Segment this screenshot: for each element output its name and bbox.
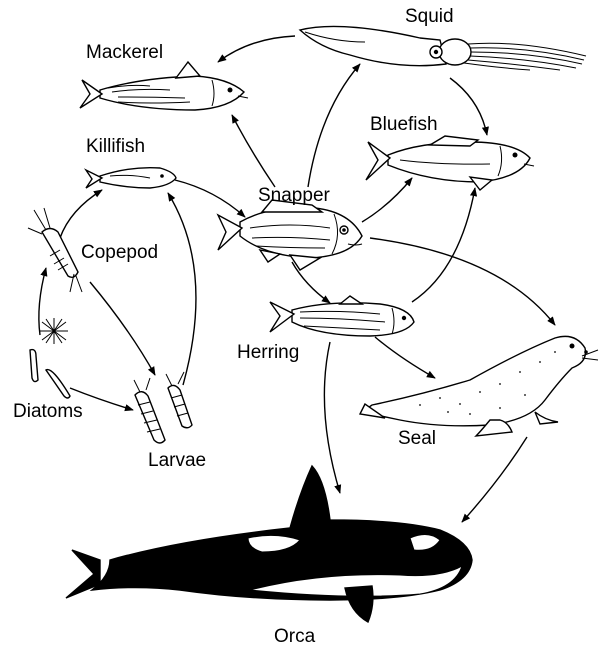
bluefish-illustration: [366, 136, 534, 190]
arrow-larvae-killifish: [168, 193, 196, 385]
arrow-snapper-bluefish: [362, 178, 412, 222]
arrow-copepod-killifish: [60, 190, 102, 238]
mackerel-illustration: [80, 62, 248, 110]
label-larvae: Larvae: [148, 450, 206, 471]
label-snapper: Snapper: [258, 185, 331, 206]
arrow-herring-orca: [324, 342, 340, 493]
arrow-snapper-squid: [308, 64, 360, 187]
label-copepod: Copepod: [81, 242, 158, 263]
orca-illustration: [66, 466, 472, 622]
label-bluefish: Bluefish: [370, 114, 438, 135]
herring-illustration: [270, 296, 414, 336]
seal-illustration: [360, 336, 598, 436]
snapper-illustration: [218, 200, 362, 270]
diatoms-illustration: [30, 318, 70, 398]
arrows: [39, 36, 555, 522]
label-squid: Squid: [405, 6, 454, 27]
arrow-diatoms-copepod: [39, 268, 46, 335]
label-diatoms: Diatoms: [13, 401, 83, 422]
arrow-herring-seal: [375, 337, 435, 378]
arrow-snapper-herring: [292, 262, 330, 303]
arrow-seal-orca: [462, 437, 527, 522]
arrow-herring-bluefish: [412, 188, 475, 302]
killifish-illustration: [86, 168, 176, 188]
arrow-snapper-mackerel: [232, 115, 275, 187]
label-herring: Herring: [237, 342, 299, 363]
label-orca: Orca: [274, 626, 316, 647]
copepod-illustration: [28, 208, 82, 292]
arrow-squid-mackerel: [218, 36, 295, 62]
arrow-copepod-larvae: [90, 282, 155, 375]
arrow-squid-bluefish: [450, 78, 487, 135]
label-seal: Seal: [398, 428, 436, 449]
label-killifish: Killifish: [86, 136, 145, 157]
squid-illustration: [300, 26, 586, 70]
arrow-killifish-snapper: [175, 180, 245, 217]
label-mackerel: Mackerel: [86, 42, 163, 63]
